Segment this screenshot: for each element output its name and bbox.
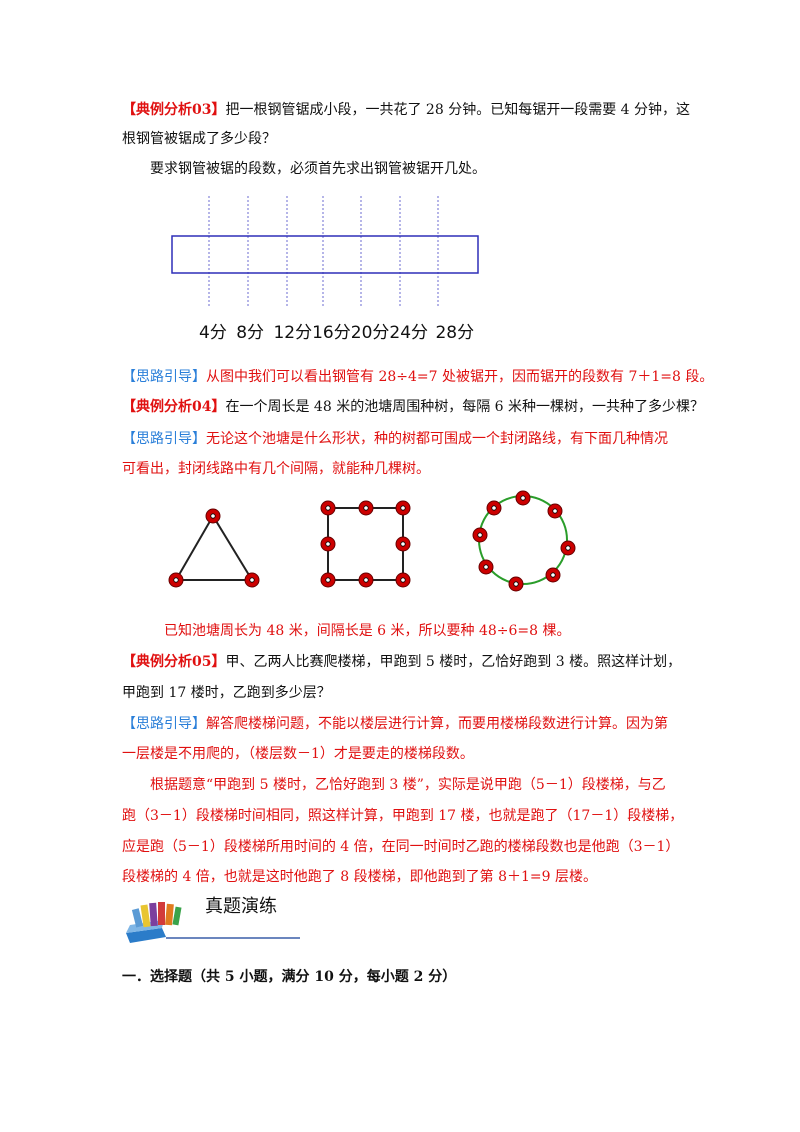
steel-pipe	[171, 235, 479, 274]
hint04-line2: 可看出，封闭线路中有几个间隔，就能种几棵树。	[122, 461, 430, 477]
books-icon	[126, 902, 182, 943]
pipe-label: 28分	[435, 323, 475, 343]
example03-line3: 要求钢管被锯的段数，必须首先求出钢管被锯开几处。	[150, 161, 486, 177]
hint05-line4: 跑（3－1）段楼梯时间相同，照这样计算，甲跑到 17 楼，也就是跑了（17－1）…	[122, 808, 684, 824]
pipe-label: 12分	[273, 323, 313, 343]
hint05-text: 解答爬楼梯问题，不能以楼层进行计算，而要用楼梯段数进行计算。因为第	[206, 716, 668, 732]
section-heading: 一．选择题（共 5 小题，满分 10 分，每小题 2 分）	[122, 969, 457, 985]
square-shape	[320, 500, 411, 588]
hint05-line3: 根据题意“甲跑到 5 楼时，乙恰好跑到 3 楼”，实际是说甲跑（5－1）段楼梯，…	[150, 777, 666, 793]
section-title: 真题演练	[205, 896, 277, 917]
pipe-label: 8分	[236, 323, 265, 343]
answer04: 已知池塘周长为 48 米，间隔长是 6 米，所以要种 48÷6=8 棵。	[164, 623, 571, 639]
hint05-line2: 一层楼是不用爬的，（楼层数－1）才是要走的楼梯段数。	[122, 746, 474, 762]
pipe-labels: 4分 8分 12分16分20分24分 28分	[199, 318, 474, 343]
hint04-line1: 【思路引导】无论这个池塘是什么形状，种的树都可围成一个封闭路线，有下面几种情况	[122, 428, 668, 448]
pipe-label: 20分	[350, 323, 390, 343]
example03-line2: 根钢管被锯成了多少段？	[122, 131, 276, 147]
hint05-line5: 应是跑（5－1）段楼梯所用时间的 4 倍，在同一时间时乙跑的楼梯段数也是他跑（3…	[122, 839, 680, 855]
hint05-tag: 【思路引导】	[122, 716, 206, 732]
example03-line1: 【典例分析03】把一根钢管锯成小段，一共花了 28 分钟。已知每锯开一段需要 4…	[122, 99, 690, 119]
hint03-line: 【思路引导】从图中我们可以看出钢管有 28÷4=7 处被锯开，因而锯开的段数有 …	[122, 366, 713, 386]
pipe-label: 4分	[199, 323, 227, 343]
pipe-label: 24分	[389, 323, 429, 343]
tree-shapes-diagram	[168, 490, 576, 592]
circle-shape	[472, 490, 576, 592]
example05-line1: 【典例分析05】甲、乙两人比赛爬楼梯，甲跑到 5 楼时，乙恰好跑到 3 楼。照这…	[122, 651, 681, 671]
example03-tag: 【典例分析03】	[122, 102, 226, 118]
hint05-line6: 段楼梯的 4 倍，也就是这时他跑了 8 段楼梯，即他跑到了第 8＋1=9 层楼。	[122, 869, 597, 885]
section-banner	[126, 902, 300, 943]
pipe-label: 16分	[312, 323, 351, 343]
triangle-shape	[168, 508, 260, 588]
example05-tag: 【典例分析05】	[122, 654, 226, 670]
example05-text: 甲、乙两人比赛爬楼梯，甲跑到 5 楼时，乙恰好跑到 3 楼。照这样计划，	[225, 654, 682, 670]
pipe-diagram	[171, 196, 479, 308]
example04-text: 在一个周长是 48 米的池塘周围种树，每隔 6 米种一棵树，一共种了多少棵？	[225, 399, 705, 415]
example04-tag: 【典例分析04】	[122, 399, 226, 415]
hint04-tag: 【思路引导】	[122, 431, 206, 447]
hint04-text: 无论这个池塘是什么形状，种的树都可围成一个封闭路线，有下面几种情况	[206, 431, 668, 447]
hint03-text: 从图中我们可以看出钢管有 28÷4=7 处被锯开，因而锯开的段数有 7＋1=8 …	[206, 369, 714, 385]
hint03-tag: 【思路引导】	[122, 369, 206, 385]
example04-line: 【典例分析04】在一个周长是 48 米的池塘周围种树，每隔 6 米种一棵树，一共…	[122, 396, 704, 416]
example05-line2: 甲跑到 17 楼时，乙跑到多少层？	[122, 685, 331, 701]
hint05-line1: 【思路引导】解答爬楼梯问题，不能以楼层进行计算，而要用楼梯段数进行计算。因为第	[122, 713, 668, 733]
example03-text: 把一根钢管锯成小段，一共花了 28 分钟。已知每锯开一段需要 4 分钟，这	[225, 102, 691, 118]
